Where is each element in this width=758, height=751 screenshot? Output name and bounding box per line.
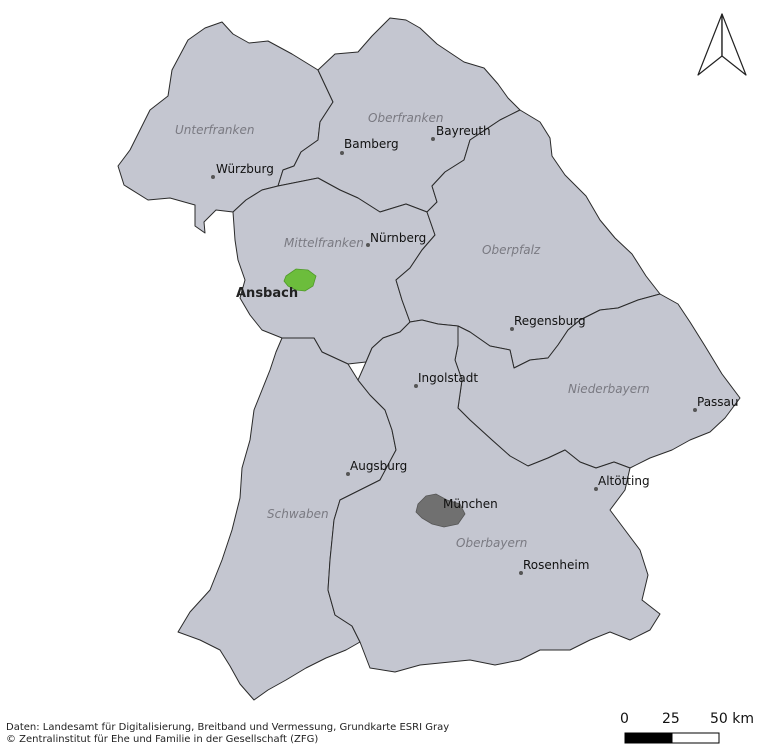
scale-label-0: 0	[620, 711, 629, 727]
scale-label-25: 25	[662, 711, 680, 727]
munich-area	[415, 493, 466, 528]
source-line-2: © Zentralinstitut für Ehe und Familie in…	[6, 734, 319, 745]
city-dot-bamberg	[340, 151, 344, 155]
city-label-rosenheim: Rosenheim	[523, 558, 589, 572]
region-label-oberbayern: Oberbayern	[456, 536, 527, 550]
city-markers	[211, 137, 697, 575]
city-dot-augsburg	[346, 472, 350, 476]
region-label-schwaben: Schwaben	[267, 507, 329, 521]
highlight-label-ansbach: Ansbach	[236, 286, 298, 301]
city-dot-altoetting	[594, 487, 598, 491]
city-label-passau: Passau	[697, 395, 739, 409]
city-dot-nuernberg	[366, 243, 370, 247]
region-label-oberfranken: Oberfranken	[368, 111, 443, 125]
city-dot-bayreuth	[431, 137, 435, 141]
scale-segment-1	[624, 732, 673, 744]
north-arrow-icon	[697, 13, 747, 76]
city-dot-regensburg	[510, 327, 514, 331]
scale-segment-2	[671, 732, 720, 744]
city-dot-ingolstadt	[414, 384, 418, 388]
source-line-1: Daten: Landesamt für Digitalisierung, Br…	[6, 722, 450, 733]
city-label-wuerzburg: Würzburg	[216, 162, 274, 176]
ansbach-area	[283, 268, 317, 292]
scale-label-50: 50 km	[710, 711, 754, 727]
region-oberbayern	[327, 319, 661, 673]
region-label-oberpfalz: Oberpfalz	[482, 243, 541, 257]
city-dot-rosenheim	[519, 571, 523, 575]
city-label-nuernberg: Nürnberg	[370, 231, 426, 245]
city-label-augsburg: Augsburg	[350, 459, 407, 473]
region-label-unterfranken: Unterfranken	[175, 123, 254, 137]
city-label-bayreuth: Bayreuth	[436, 124, 491, 138]
city-label-bamberg: Bamberg	[344, 137, 399, 151]
region-label-niederbayern: Niederbayern	[568, 382, 650, 396]
scale-bar: 0 25 50 km	[620, 711, 754, 744]
city-label-ingolstadt: Ingolstadt	[418, 371, 478, 385]
city-label-altoetting: Altötting	[598, 474, 650, 488]
city-dot-passau	[693, 408, 697, 412]
city-dot-wuerzburg	[211, 175, 215, 179]
source-attribution: Daten: Landesamt für Digitalisierung, Br…	[6, 722, 449, 746]
city-label-regensburg: Regensburg	[514, 314, 586, 328]
region-shapes	[117, 17, 741, 701]
city-label-muenchen: München	[443, 497, 498, 511]
region-label-mittelfranken: Mittelfranken	[284, 236, 364, 250]
